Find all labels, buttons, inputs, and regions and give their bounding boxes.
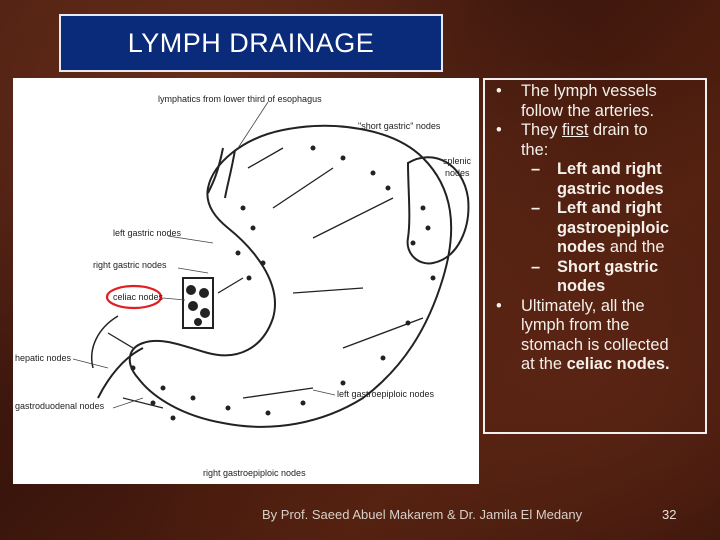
celiac-highlight-ellipse [105, 284, 163, 310]
sub-bullet-2-line-1: Left and right [557, 199, 662, 217]
bullet-3-line-3: stomach is collected [521, 335, 669, 354]
sub-bullet-1-line-2: gastric nodes [557, 179, 664, 198]
label-short-gastric: "short gastric" nodes [358, 121, 441, 131]
duodenum-line [97, 347, 144, 399]
node [194, 318, 202, 326]
node [188, 301, 198, 311]
bullet-dot: • [496, 82, 502, 100]
node [199, 288, 209, 298]
bullet-1: • The lymph vessels follow the arteries. [491, 82, 701, 121]
bullet-3-line-4: at the celiac nodes. [521, 355, 701, 375]
bullet-3-bold: celiac nodes. [566, 355, 670, 373]
hepatic-duct-line [91, 315, 119, 369]
bullet-3-line-2: lymph from the [521, 316, 630, 334]
sub-bullet-2-line-2: gastroepiploic [557, 218, 670, 237]
esophagus-line [207, 147, 224, 194]
sub-bullet-3-line-1: Short gastric [557, 257, 659, 276]
sub-bullet-dash: – [531, 160, 541, 178]
bullet-3: • Ultimately, all the lymph from the sto… [491, 297, 701, 375]
sub-bullet-2-line-3: nodes and the [557, 238, 701, 258]
label-splenic-1: splenic [443, 156, 472, 166]
bullet-3-pre: at the [521, 355, 567, 373]
slide-title: LYMPH DRAINAGE [127, 27, 375, 58]
lymph-node-dots [130, 145, 436, 421]
diagram-svg: lymphatics from lower third of esophagus… [15, 94, 472, 478]
sub-bullet-2-post: and the [605, 238, 665, 256]
bullet-1-line-1: The lymph vessels [521, 82, 657, 100]
bullet-2-post: drain to [588, 121, 648, 139]
stomach-outline [128, 124, 453, 428]
bullet-3-line-1: Ultimately, all the [521, 296, 645, 315]
bullet-dot: • [496, 121, 502, 139]
page-number: 32 [662, 507, 677, 522]
sub-bullet-3-line-2: nodes [557, 277, 606, 295]
node [186, 285, 196, 295]
label-gastroduodenal: gastroduodenal nodes [15, 401, 105, 411]
bullet-2-line-2: the: [521, 140, 549, 159]
sub-bullet-dash: – [531, 257, 541, 276]
label-left-gastroepiploic: left gastroepiploic nodes [337, 389, 435, 399]
stomach-lymph-diagram: lymphatics from lower third of esophagus… [13, 78, 479, 484]
sub-bullet-dash: – [531, 199, 541, 217]
label-left-gastric: left gastric nodes [113, 228, 182, 238]
bullet-2-pre: They [521, 121, 562, 139]
label-right-gastric: right gastric nodes [93, 260, 167, 270]
celiac-trunk [182, 277, 214, 329]
bullet-2: • They first drain to the: [491, 121, 701, 160]
spleen-outline [406, 156, 470, 265]
flow-arrows [107, 147, 424, 409]
node [200, 308, 210, 318]
title-box: LYMPH DRAINAGE [59, 14, 443, 72]
sub-bullet-1: – Left and right gastric nodes [491, 160, 701, 199]
label-splenic-2: nodes [445, 168, 470, 178]
label-celiac: celiac nodes [113, 292, 164, 302]
esophagus-line-2 [224, 149, 236, 199]
bullet-1-line-2: follow the arteries. [521, 101, 655, 120]
bullet-dot: • [496, 296, 502, 315]
sub-bullet-1-line-1: Left and right [557, 160, 662, 178]
bullet-2-line-1: They first drain to [521, 121, 701, 141]
sub-bullet-3: – Short gastric nodes [491, 258, 701, 297]
label-right-gastroepiploic: right gastroepiploic nodes [203, 468, 306, 478]
sub-bullet-2: – Left and right gastroepiploic nodes an… [491, 199, 701, 258]
label-esophagus: lymphatics from lower third of esophagus [158, 94, 322, 104]
leader-lines [72, 101, 336, 409]
bullet-2-underlined: first [562, 121, 589, 139]
label-hepatic: hepatic nodes [15, 353, 72, 363]
sub-bullet-2-bold: nodes [557, 238, 606, 256]
footer-credit: By Prof. Saeed Abuel Makarem & Dr. Jamil… [262, 507, 583, 522]
bullet-text-box: • The lymph vessels follow the arteries.… [483, 78, 707, 434]
